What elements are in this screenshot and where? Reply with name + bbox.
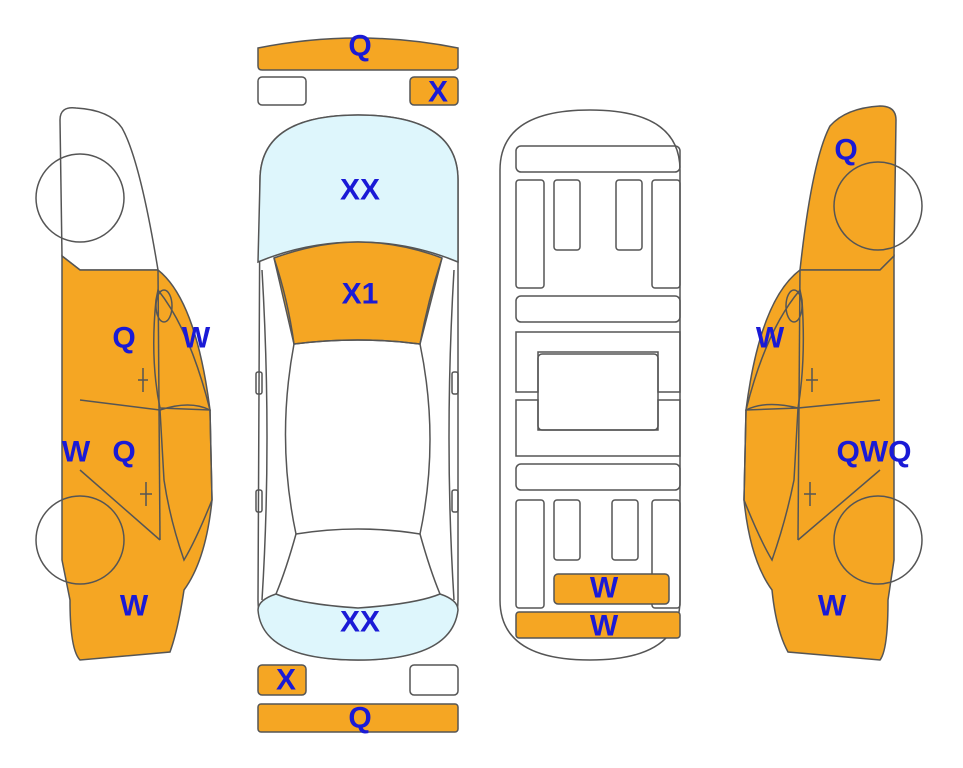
label-rear-bumper: Q: [348, 702, 371, 735]
underbody-rear-part[interactable]: [515, 611, 681, 639]
label-front-right-light: X: [428, 76, 448, 109]
left-body-part[interactable]: [61, 254, 213, 661]
label-hood: X1: [342, 278, 379, 311]
top-view-car: [255, 114, 459, 661]
rear-window-part[interactable]: [257, 593, 459, 661]
label-front-bumper: Q: [348, 30, 371, 63]
label-windshield: XX: [340, 174, 380, 207]
underbody-view: [499, 109, 681, 661]
label-underbody-rear: W: [590, 610, 619, 643]
label-right-rear-fender: W: [818, 590, 847, 623]
rear-bumper-part[interactable]: [257, 703, 459, 733]
label-rear-left-light: X: [276, 664, 296, 697]
left-side-view: [35, 107, 213, 661]
label-underbody-spare: W: [590, 572, 619, 605]
rear-left-light-part[interactable]: [257, 664, 307, 696]
right-side-view: [743, 105, 923, 661]
label-left-front-window: W: [182, 322, 211, 355]
right-body-part[interactable]: [743, 254, 895, 661]
label-left-rear-fender: W: [120, 590, 149, 623]
right-front-fender-part[interactable]: [799, 105, 897, 271]
underbody-spare-part[interactable]: [553, 573, 670, 605]
label-right-front-window: W: [756, 322, 785, 355]
label-left-rear-door-w: W: [62, 436, 91, 469]
front-right-light-part[interactable]: [409, 76, 459, 106]
label-right-door-combo: QWQ: [837, 436, 912, 469]
label-right-front-fender: Q: [834, 134, 857, 167]
rear-right-light-part[interactable]: [409, 664, 459, 696]
front-left-light-part[interactable]: [257, 76, 307, 106]
label-left-front-door: Q: [112, 322, 135, 355]
label-rear-window: XX: [340, 606, 380, 639]
front-bumper-part[interactable]: [257, 37, 459, 71]
label-left-rear-door-q: Q: [112, 436, 135, 469]
